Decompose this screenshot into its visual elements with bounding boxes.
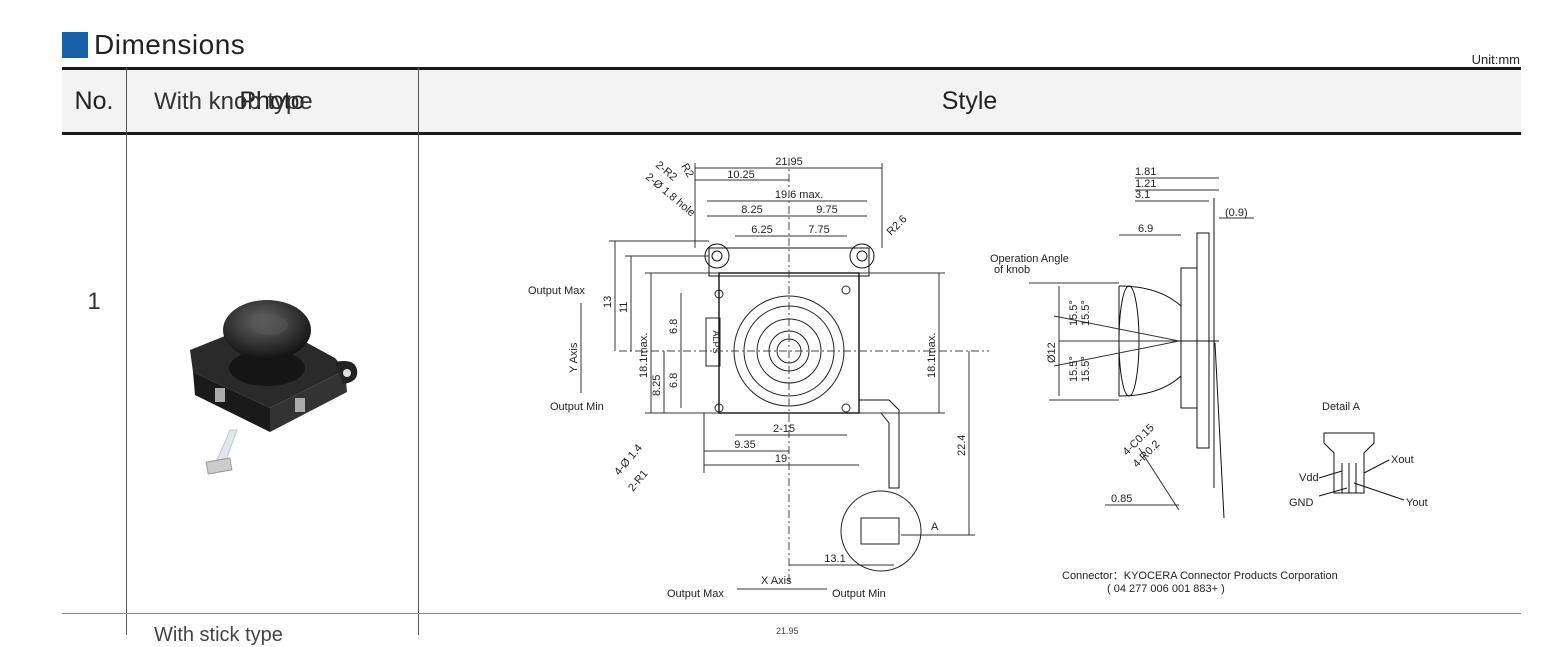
corner-hole bbox=[841, 285, 851, 295]
angle-label: 15.5° bbox=[1068, 300, 1080, 326]
header-no: No. bbox=[74, 86, 114, 115]
table-header bbox=[62, 67, 1521, 135]
operation-angle-label: of knob bbox=[994, 264, 1030, 276]
corner-hole bbox=[714, 403, 724, 413]
dim-label: 22.4 bbox=[956, 435, 968, 456]
bottom-dimensions bbox=[703, 413, 894, 566]
dim-label: 18.1max. bbox=[926, 333, 938, 378]
left-dimensions bbox=[609, 240, 975, 536]
corner-hole bbox=[841, 403, 851, 413]
header-style: Style bbox=[941, 86, 998, 115]
dim-label: 19 bbox=[775, 453, 787, 465]
terminal bbox=[295, 398, 305, 412]
axis-label: Output Min bbox=[550, 401, 604, 413]
dimension-drawing: ALPS 21.95 10.25 19.6 max. 8.25 9.75 6.2… bbox=[528, 156, 1428, 600]
header-photo: Photo bbox=[239, 86, 305, 115]
dim-label: 3.1 bbox=[1135, 189, 1150, 201]
cable-connector bbox=[205, 457, 233, 475]
dim-label: 10.25 bbox=[727, 169, 755, 181]
corner-hole bbox=[714, 289, 724, 299]
dim-label: (0.9) bbox=[1225, 207, 1248, 219]
base-left bbox=[193, 372, 270, 432]
knob-dimple bbox=[252, 315, 288, 335]
dim-label: 18.1max. bbox=[638, 333, 650, 378]
axis-label: Output Max bbox=[667, 588, 724, 600]
axis-label: X Axis bbox=[761, 575, 792, 587]
photo-title: With knob type bbox=[154, 88, 313, 115]
dim-label: 2-15 bbox=[773, 423, 795, 435]
pin-label-vdd: Vdd bbox=[1299, 472, 1319, 484]
dim-label: 8.25 bbox=[651, 375, 663, 396]
dim-label: 9.35 bbox=[734, 439, 755, 451]
pin-label-gnd: GND bbox=[1289, 497, 1314, 509]
dim-label: 13.1 bbox=[824, 553, 845, 565]
dim-label: 9.75 bbox=[816, 204, 837, 216]
dim-label: 2-R1 bbox=[626, 468, 651, 494]
dim-label: R2 bbox=[678, 162, 695, 180]
heading-title: Dimensions bbox=[94, 29, 246, 60]
dim-label: 19.6 max. bbox=[775, 189, 823, 201]
column-divider bbox=[126, 67, 127, 635]
dim-label: 6.8 bbox=[668, 373, 680, 388]
top-view: ALPS bbox=[619, 158, 989, 583]
right-lug bbox=[849, 243, 875, 269]
pin-label-yout: Yout bbox=[1406, 497, 1428, 509]
connector bbox=[860, 517, 900, 545]
dim-label: 7.75 bbox=[808, 224, 829, 236]
dimensions-table: No. Photo Style bbox=[62, 67, 1521, 635]
mount-hole bbox=[343, 369, 351, 377]
axis-label: Output Max bbox=[528, 285, 585, 297]
dim-label: 21.95 bbox=[775, 156, 803, 168]
angle-label: 15.5° bbox=[1080, 356, 1092, 382]
base-right bbox=[270, 370, 347, 432]
svg-text:ALPS: ALPS bbox=[711, 330, 721, 353]
detail-a-title: Detail A bbox=[1322, 401, 1361, 413]
side-view bbox=[1118, 198, 1225, 519]
product-photo bbox=[190, 300, 358, 475]
left-hole bbox=[711, 250, 723, 262]
dim-label: 11 bbox=[618, 302, 630, 313]
dim-label: 1.81 bbox=[1135, 166, 1156, 178]
dim-label: 6.8 bbox=[668, 319, 680, 334]
axis-label: Y Axis bbox=[568, 342, 580, 373]
dim-label: 1.21 bbox=[1135, 178, 1156, 190]
side-dimensions bbox=[1029, 177, 1254, 511]
dim-label: 13 bbox=[602, 296, 614, 308]
dim-label: 8.25 bbox=[741, 204, 762, 216]
column-divider bbox=[418, 67, 419, 635]
detail-a-marker: A bbox=[931, 521, 939, 533]
row-number: 1 bbox=[87, 288, 101, 315]
axis-label: Output Min bbox=[832, 588, 886, 600]
terminal bbox=[215, 388, 225, 402]
heading-square-icon bbox=[62, 32, 88, 58]
dim-label: Ø12 bbox=[1046, 342, 1058, 363]
unit-label: Unit:mm bbox=[1471, 52, 1520, 67]
next-row-dim: 21.95 bbox=[776, 626, 799, 636]
section-heading: Dimensions bbox=[62, 28, 245, 62]
angle-label: 15.5° bbox=[1080, 300, 1092, 326]
detail-a bbox=[1318, 432, 1405, 501]
right-hole bbox=[856, 250, 868, 262]
connector-note: Connector：KYOCERA Connector Products Cor… bbox=[1062, 570, 1338, 582]
connector-part-number: ( 04 277 006 001 883+ ) bbox=[1107, 583, 1225, 595]
alps-label bbox=[705, 317, 721, 367]
dim-label: 6.9 bbox=[1138, 223, 1153, 235]
switch-body bbox=[718, 272, 860, 414]
pin-label-xout: Xout bbox=[1391, 454, 1414, 466]
next-row-photo-title: With stick type bbox=[154, 624, 283, 646]
detail-a-circle bbox=[840, 490, 922, 572]
dim-label: R2.6 bbox=[885, 213, 910, 238]
knob-stem bbox=[229, 350, 305, 386]
row-divider bbox=[62, 613, 1521, 614]
operation-angle-label: Operation Angle bbox=[990, 253, 1069, 265]
angle-label: 15.5° bbox=[1068, 356, 1080, 382]
top-dimensions bbox=[694, 163, 883, 248]
flex-cable-outline bbox=[858, 399, 900, 489]
dim-label: 6.25 bbox=[751, 224, 772, 236]
dim-label: 0.85 bbox=[1111, 493, 1132, 505]
